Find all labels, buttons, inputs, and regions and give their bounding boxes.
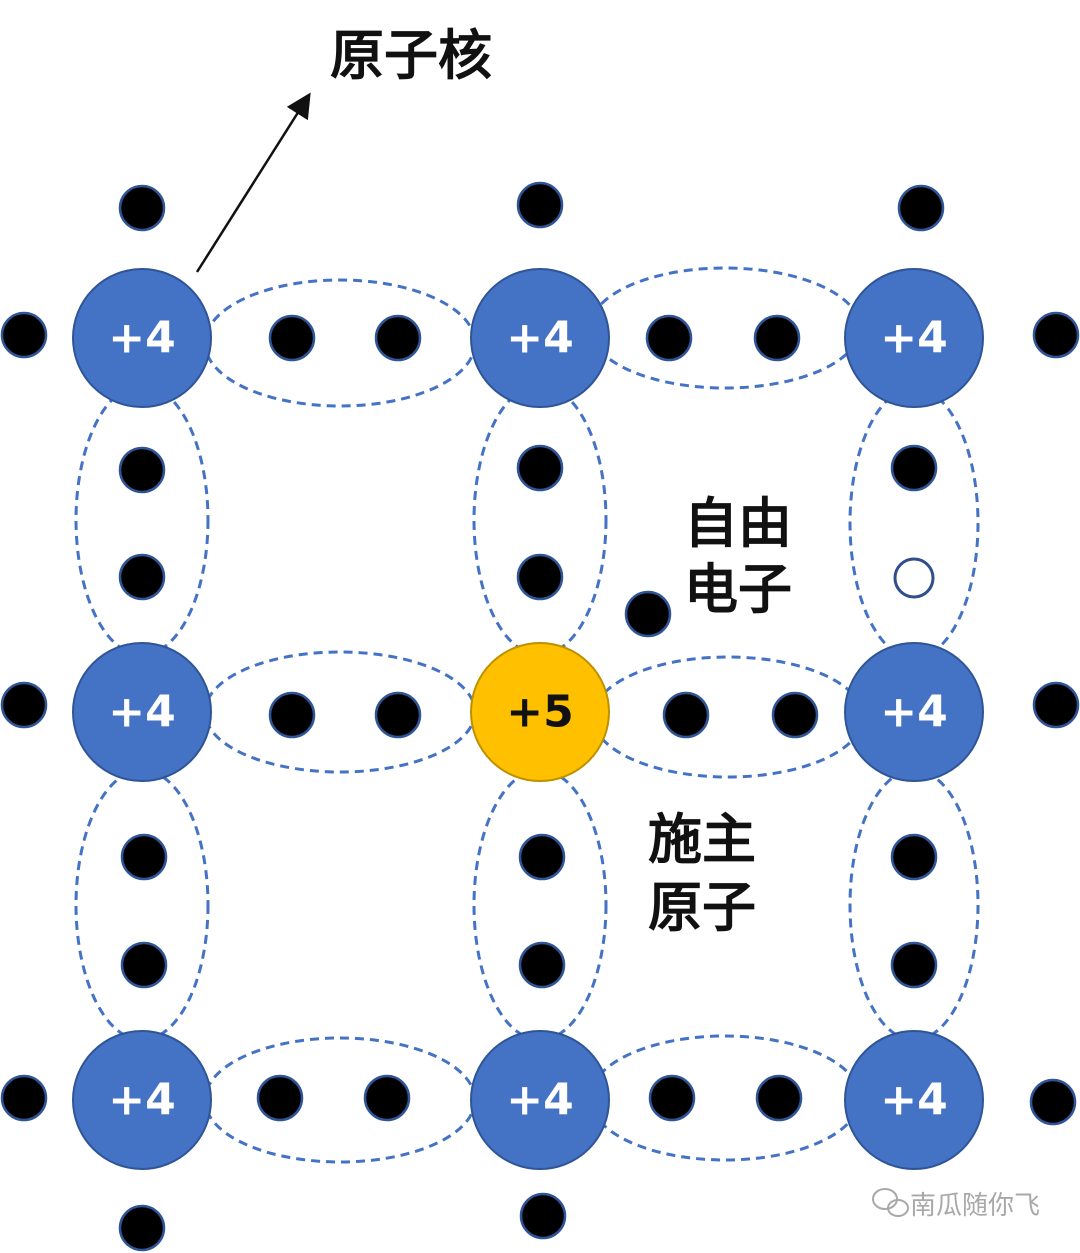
electron: [268, 691, 316, 739]
silicon-charge-label: +4: [506, 313, 573, 364]
free-electron-label-line2: 电子: [684, 558, 792, 621]
donor-charge-label: +5: [506, 687, 573, 738]
electron: [0, 681, 48, 729]
electron: [268, 314, 316, 362]
electron: [753, 314, 801, 362]
hole: [893, 557, 935, 599]
electron: [120, 941, 168, 989]
electron: [0, 311, 48, 359]
silicon-charge-label: +4: [108, 313, 175, 364]
bond-r2-right: [591, 655, 865, 779]
electron: [0, 1074, 48, 1122]
silicon-atom: +4: [470, 1030, 610, 1170]
electron: [1032, 681, 1080, 729]
silicon-nucleus: [844, 268, 984, 408]
donor-atom: +5: [470, 642, 610, 782]
electron: [118, 1204, 166, 1252]
bond-r3-left: [203, 1036, 477, 1164]
electrons: [0, 181, 1080, 1252]
bond-r3-right: [588, 1034, 862, 1162]
nucleus-pointer-arrow: [195, 92, 311, 273]
electron: [890, 444, 938, 492]
electron: [1032, 311, 1080, 359]
electron: [771, 691, 819, 739]
silicon-nucleus: [470, 268, 610, 408]
silicon-charge-label: +4: [108, 1075, 175, 1126]
silicon-charge-label: +4: [880, 1075, 947, 1126]
watermark-text: 南瓜随你飞: [910, 1191, 1040, 1221]
electron: [897, 184, 945, 232]
silicon-nucleus: [72, 642, 212, 782]
silicon-nucleus: [844, 1030, 984, 1170]
electron: [755, 1074, 803, 1122]
silicon-nucleus: [844, 642, 984, 782]
nucleus-label: 原子核: [330, 24, 492, 87]
electron: [374, 691, 422, 739]
silicon-charge-label: +4: [108, 687, 175, 738]
electron: [120, 833, 168, 881]
wechat-icon: [872, 1188, 909, 1217]
watermark: 南瓜随你飞: [872, 1188, 1040, 1221]
donor-nucleus: [470, 642, 610, 782]
bond-c2-top: [472, 383, 608, 657]
electron: [645, 314, 693, 362]
electron: [363, 1074, 411, 1122]
electron: [516, 181, 564, 229]
bond-c1-top: [74, 383, 210, 657]
silicon-charge-label: +4: [506, 1075, 573, 1126]
silicon-nucleus: [72, 268, 212, 408]
electron: [662, 691, 710, 739]
silicon-atom: +4: [72, 642, 212, 782]
silicon-nucleus: [470, 1030, 610, 1170]
electron: [118, 184, 166, 232]
electron: [118, 553, 166, 601]
nuclei: +4 +4 +4 +4 +5 +4 +4 +4: [72, 268, 984, 1170]
electron: [1029, 1078, 1077, 1126]
silicon-atom: +4: [470, 268, 610, 408]
electron: [256, 1074, 304, 1122]
bond-r1-left: [203, 278, 477, 408]
electron: [519, 1192, 567, 1240]
silicon-atom: +4: [72, 268, 212, 408]
electron: [516, 553, 564, 601]
silicon-nucleus: [72, 1030, 212, 1170]
free-electron-label-line1: 自由: [684, 492, 792, 555]
silicon-atom: +4: [844, 268, 984, 408]
free-electron: [624, 590, 672, 638]
bond-r1-right: [588, 266, 862, 390]
bond-r2-left: [203, 650, 477, 774]
electron: [648, 1074, 696, 1122]
electron: [374, 314, 422, 362]
electron: [518, 941, 566, 989]
silicon-atom: +4: [72, 1030, 212, 1170]
silicon-atom: +4: [844, 1030, 984, 1170]
electron: [890, 941, 938, 989]
silicon-atom: +4: [844, 642, 984, 782]
silicon-charge-label: +4: [880, 687, 947, 738]
silicon-charge-label: +4: [880, 313, 947, 364]
donor-atom-label-line1: 施主: [648, 808, 756, 871]
electron: [118, 446, 166, 494]
bond-c3-top: [848, 386, 980, 660]
bond-c2-bottom: [472, 768, 608, 1042]
electron: [516, 444, 564, 492]
electron: [890, 833, 938, 881]
bond-c3-bottom: [848, 768, 980, 1042]
donor-atom-label-line2: 原子: [648, 876, 756, 939]
electron: [518, 833, 566, 881]
bond-c1-bottom: [74, 768, 210, 1042]
